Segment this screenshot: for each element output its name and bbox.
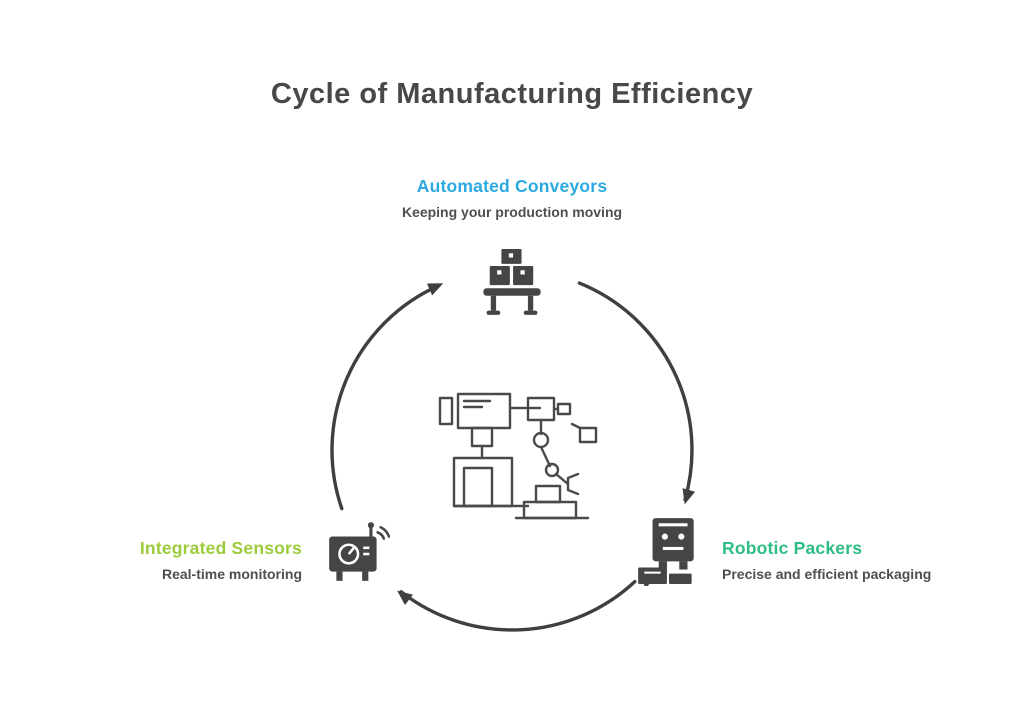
arrowhead-bottom-left — [397, 590, 413, 606]
node-integrated-sensors: Integrated Sensors Real-time monitoring — [100, 538, 302, 582]
node-automated-conveyors: Automated Conveyors Keeping your product… — [0, 176, 1024, 220]
node-label-conveyors: Automated Conveyors — [416, 176, 608, 196]
arrowhead-right — [682, 488, 696, 505]
factory-machinery-illustration — [438, 392, 598, 520]
diagram-title: Cycle of Manufacturing Efficiency — [270, 78, 754, 110]
node-label-sensors: Integrated Sensors — [139, 538, 302, 558]
node-subtitle-packers: Precise and efficient packaging — [722, 566, 932, 582]
arrow-arc-bottom — [399, 579, 637, 632]
node-label-packers: Robotic Packers — [722, 538, 863, 558]
arrow-arc-left — [330, 283, 441, 511]
sensor-gauge-icon — [329, 522, 390, 581]
conveyor-boxes-icon — [483, 249, 541, 315]
node-subtitle-conveyors: Keeping your production moving — [401, 204, 623, 220]
arrow-arc-right — [577, 281, 694, 502]
node-subtitle-sensors: Real-time monitoring — [161, 566, 302, 582]
arrowhead-top — [426, 283, 444, 296]
node-robotic-packers: Robotic Packers Precise and efficient pa… — [722, 538, 952, 582]
robot-packer-icon — [638, 518, 694, 586]
